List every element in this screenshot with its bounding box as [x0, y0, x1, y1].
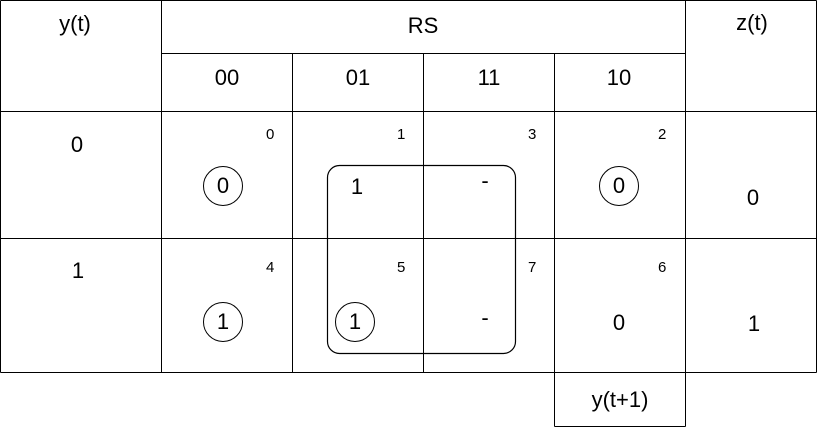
cell-value: 1	[350, 174, 364, 199]
input-group-header: RS	[407, 13, 439, 38]
row-state-0: 0	[70, 132, 84, 157]
state-column-header: y(t)	[59, 11, 91, 36]
cell-index: 3	[528, 126, 537, 143]
cell-index: 0	[266, 126, 275, 143]
column-header-00: 00	[214, 65, 240, 90]
circled-cell-value: 0	[203, 166, 243, 206]
row-output-0: 0	[746, 185, 760, 210]
row-output-1: 1	[747, 311, 761, 336]
cell-index: 5	[397, 259, 406, 276]
column-header-11: 11	[477, 65, 501, 90]
output-column-header: z(t)	[736, 10, 768, 35]
cell-index: 1	[397, 126, 406, 143]
next-state-label: y(t+1)	[591, 387, 649, 412]
circled-cell-value: 1	[335, 302, 375, 342]
group-outline	[326, 164, 517, 355]
cell-index: 2	[658, 126, 667, 143]
cell-index: 4	[266, 259, 275, 276]
column-header-10: 10	[606, 65, 632, 90]
row-state-1: 1	[71, 258, 85, 283]
cell-value: 0	[612, 310, 626, 335]
dont-care-value: -	[481, 168, 489, 193]
circled-cell-value: 0	[599, 166, 639, 206]
dont-care-value: -	[481, 305, 489, 330]
cell-index: 7	[528, 259, 537, 276]
column-header-01: 01	[345, 65, 371, 90]
circled-cell-value: 1	[203, 302, 243, 342]
cell-index: 6	[658, 259, 667, 276]
